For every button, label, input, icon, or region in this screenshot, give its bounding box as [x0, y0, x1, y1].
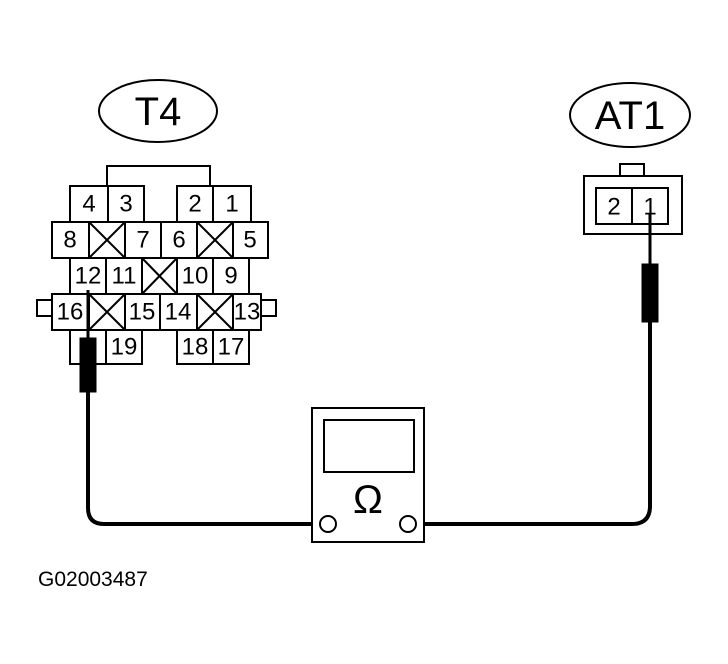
t4-pin-1-label: 1: [225, 191, 238, 218]
t4-right-tab: [259, 299, 277, 317]
t4-pin-12: [69, 257, 107, 295]
ohmmeter-display: [323, 419, 415, 473]
t4-connector: T4 4 3 2 1 8 7 6 5 12 11 1: [36, 79, 277, 365]
t4-pin-3-label: 3: [119, 191, 132, 218]
t4-pin-13: [232, 293, 262, 331]
t4-label-ellipse: [98, 79, 218, 143]
left-probe-handle: [79, 337, 97, 393]
t4-pin-14-label: 14: [165, 299, 192, 326]
t4-pin-8-label: 8: [63, 227, 76, 254]
t4-blank-5-cross: [196, 293, 234, 331]
t4-pin-18: [176, 329, 214, 365]
t4-pin-7-label: 7: [136, 227, 149, 254]
t4-pin-5: [232, 221, 269, 259]
right-test-lead-wire: [418, 322, 652, 526]
t4-pin-4: [69, 185, 109, 223]
t4-pin-2-label: 2: [188, 191, 201, 218]
t4-pin-16-label: 16: [57, 299, 84, 326]
t4-lock-tab: [106, 165, 211, 186]
test-leads: [79, 214, 659, 526]
t4-blank-1-cross: [88, 221, 126, 259]
left-test-lead-wire: [86, 392, 318, 526]
at1-label: AT1: [595, 94, 665, 138]
t4-pin-11-label: 11: [112, 263, 137, 290]
t4-pin-15-label: 15: [129, 299, 156, 326]
t4-pin-19: [105, 329, 143, 365]
t4-pin-16: [51, 293, 90, 331]
t4-label: T4: [135, 90, 182, 134]
at1-label-ellipse: [569, 82, 691, 148]
t4-blank-3-cross: [141, 257, 178, 295]
ohmmeter-terminal-left: [319, 515, 337, 533]
at1-connector: AT1 2 1: [569, 82, 691, 235]
t4-pin-17-label: 17: [218, 334, 245, 361]
at1-pin-2-label: 2: [607, 194, 620, 221]
t4-pin-13-label: 13: [234, 299, 261, 326]
t4-pin-10-label: 10: [182, 263, 209, 290]
right-probe-handle: [641, 263, 659, 323]
t4-pin-9: [212, 257, 250, 295]
at1-lock-tab: [619, 163, 645, 177]
t4-pin-17: [212, 329, 250, 365]
at1-pin-2: [595, 187, 633, 225]
ohmmeter-icon: Ω: [353, 478, 383, 522]
t4-pin-6-label: 6: [172, 227, 185, 254]
t4-pin-12-label: 12: [75, 263, 102, 290]
t4-pin-9-label: 9: [224, 263, 237, 290]
t4-pin-7: [124, 221, 162, 259]
at1-pin-1-label: 1: [643, 194, 656, 221]
t4-blank-2-cross: [196, 221, 234, 259]
t4-pin-18-label: 18: [182, 334, 209, 361]
t4-blank-4-cross: [88, 293, 126, 331]
t4-pin-14: [159, 293, 198, 331]
ohmmeter-terminal-right: [399, 515, 417, 533]
figure-code: G02003487: [38, 568, 148, 591]
t4-pin-5-label: 5: [243, 227, 256, 254]
t4-pin-2: [176, 185, 214, 223]
t4-pin-4-label: 4: [82, 191, 95, 218]
t4-pin-19-label: 19: [111, 334, 138, 361]
t4-left-tab: [36, 299, 54, 317]
t4-pin-3: [107, 185, 145, 223]
ohmmeter: Ω: [311, 407, 425, 543]
